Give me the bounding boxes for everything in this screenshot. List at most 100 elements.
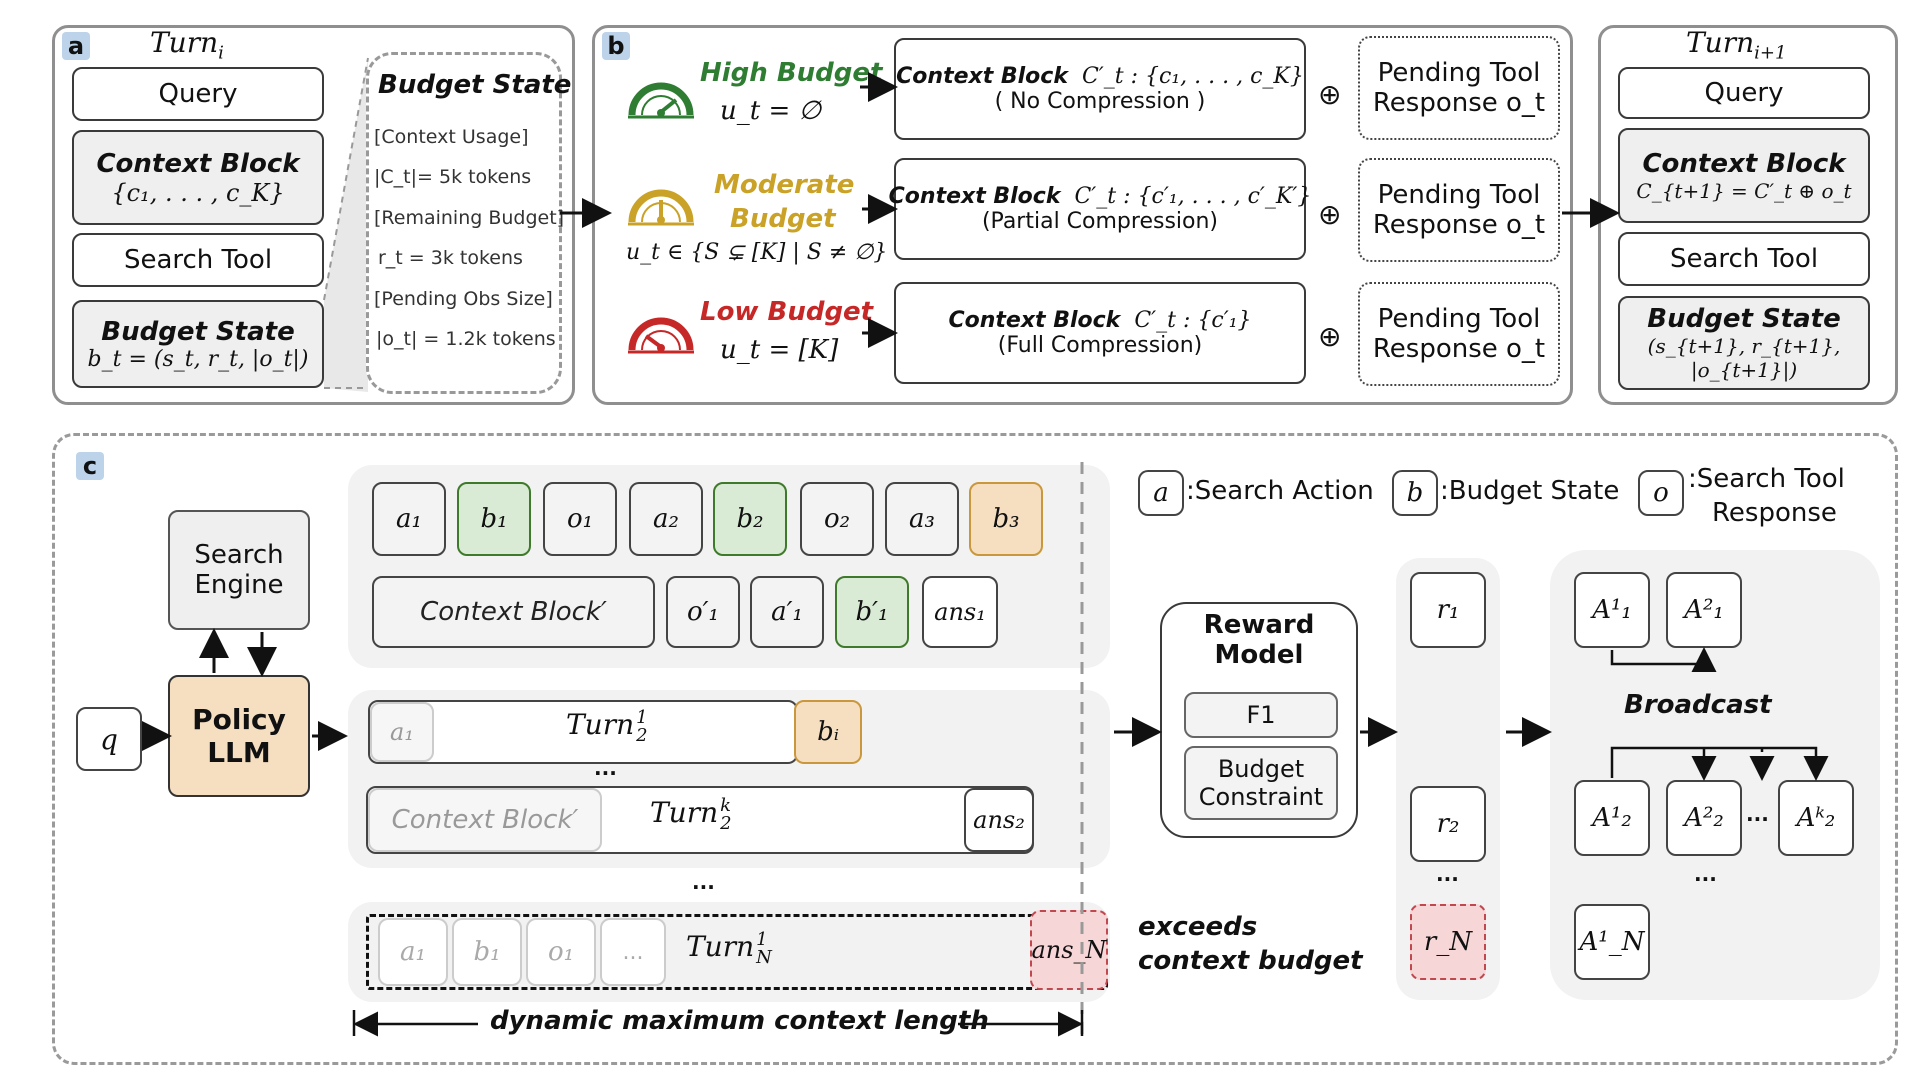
budget-detail-title: Budget State [378,70,572,100]
token-ans-n: ans_N [1030,910,1108,990]
gauge-low-icon [628,317,694,354]
budget-line-5: [Pending Obs Size] [374,288,553,310]
legend-a-label: :Search Action [1186,476,1374,506]
oplus-high: ⊕ [1318,78,1342,111]
legend-o-label: :Search Tool [1688,464,1845,494]
context-block-box: Context Block {c₁, . . . , c_K} [72,130,324,225]
context-block-high: Context Block C′_t : {c₁, . . . , c_K} (… [894,38,1306,140]
token-o1: o₁ [543,482,617,556]
adv-a22: A²₂ [1666,780,1742,856]
panel-c-tag: c [76,452,104,480]
adv-a11: A¹₁ [1574,572,1650,648]
high-budget-label: High Budget [700,58,883,88]
turn-n-b1: b₁ [452,918,522,986]
token-a3: a₃ [885,482,959,556]
exceeds-label-1: exceeds [1138,912,1258,942]
legend-b-box: b [1392,470,1438,516]
token-b1-prime: b′₁ [835,576,909,648]
oplus-low: ⊕ [1318,320,1342,353]
moderate-budget-label: Moderate [714,170,855,200]
token-o1-prime: o′₁ [666,576,740,648]
budget-detail-box [366,52,562,394]
gauge-moderate-icon [628,189,694,226]
turn-n-o1: o₁ [526,918,596,986]
turn-2-1-bi: bᵢ [794,700,862,764]
adv-dots: ... [1694,862,1717,886]
moderate-budget-u: u_t ∈ {S ⊊ [K] | S ≠ ∅} [626,240,888,265]
broadcast-mid-link [1610,746,1829,781]
context-block-low: Context Block C′_t : {c′₁} (Full Compres… [894,282,1306,384]
next-context-block-box: Context Block C_{t+1} = C′_t ⊕ o_t [1618,128,1870,223]
broadcast-label: Broadcast [1624,690,1772,720]
turn-2-1-bar [368,700,798,764]
low-budget-u: u_t = [K] [720,335,839,365]
token-a1: a₁ [372,482,446,556]
token-b1: b₁ [457,482,531,556]
token-b2: b₂ [713,482,787,556]
gauge-high-icon [628,82,694,119]
legend-o-box: o [1638,470,1684,516]
reward-dots: ... [1436,862,1459,886]
budget-line-6: |o_t| = 1.2k tokens [376,328,556,350]
token-o2: o₂ [800,482,874,556]
oplus-moderate: ⊕ [1318,198,1342,231]
token-b3: b₃ [969,482,1043,556]
reward-r2: r₂ [1410,786,1486,862]
adv-a21: A²₁ [1666,572,1742,648]
budget-line-2: |C_t|= 5k tokens [374,166,532,188]
token-a1-prime: a′₁ [750,576,824,648]
adv-mid-dots: ... [1746,802,1769,826]
panel-a-tag: a [62,32,90,60]
next-query-box: Query [1618,67,1870,119]
query-box: Query [72,67,324,121]
turn-n-ellipsis: ... [600,918,666,986]
adv-a1n: A¹_N [1574,904,1650,980]
reward-rn: r_N [1410,904,1486,980]
low-budget-label: Low Budget [700,297,874,327]
next-search-tool-box: Search Tool [1618,232,1870,286]
token-ans1: ans₁ [922,576,998,648]
turn-n-a1: a₁ [378,918,448,986]
budget-state-box: Budget State b_t = (s_t, r_t, |o_t|) [72,300,324,388]
dynamic-context-label: dynamic maximum context length [490,1006,989,1036]
group2-dots: ... [594,756,617,780]
broadcast-top-link [1610,647,1717,672]
panel-b-tag: b [602,32,630,60]
turn-next-title: Turni+1 [1686,26,1787,64]
legend-o-label-2: Response [1712,498,1837,528]
adv-a12: A¹₂ [1574,780,1650,856]
budget-line-4: r_t = 3k tokens [378,247,523,269]
query-q-box: q [76,707,142,771]
budget-line-3: [Remaining Budget] [374,207,565,229]
budget-line-1: [Context Usage] [374,126,529,148]
moderate-budget-label-2: Budget [730,204,836,234]
token-a2: a₂ [629,482,703,556]
next-budget-state-box: Budget State (s_{t+1}, r_{t+1}, |o_{t+1}… [1618,296,1870,390]
lane-dots: ... [692,870,715,894]
reward-f1-box: F1 [1184,692,1338,738]
high-budget-u: u_t = ∅ [720,96,822,126]
panel-c [52,433,1898,1065]
search-tool-box: Search Tool [72,233,324,287]
context-block-prime-2: Context Block′ [368,788,602,852]
context-block-moderate: Context Block C′_t : {c′₁, . . . , c′_K′… [889,158,1311,260]
adv-ak2: Aᵏ₂ [1778,780,1854,856]
turn-i-title: Turni [150,26,224,64]
context-block-prime-1: Context Block′ [372,576,655,648]
turn-2-1-a1: a₁ [370,702,434,762]
legend-b-label: :Budget State [1440,476,1620,506]
legend-a-box: a [1138,470,1184,516]
reward-r1: r₁ [1410,572,1486,648]
